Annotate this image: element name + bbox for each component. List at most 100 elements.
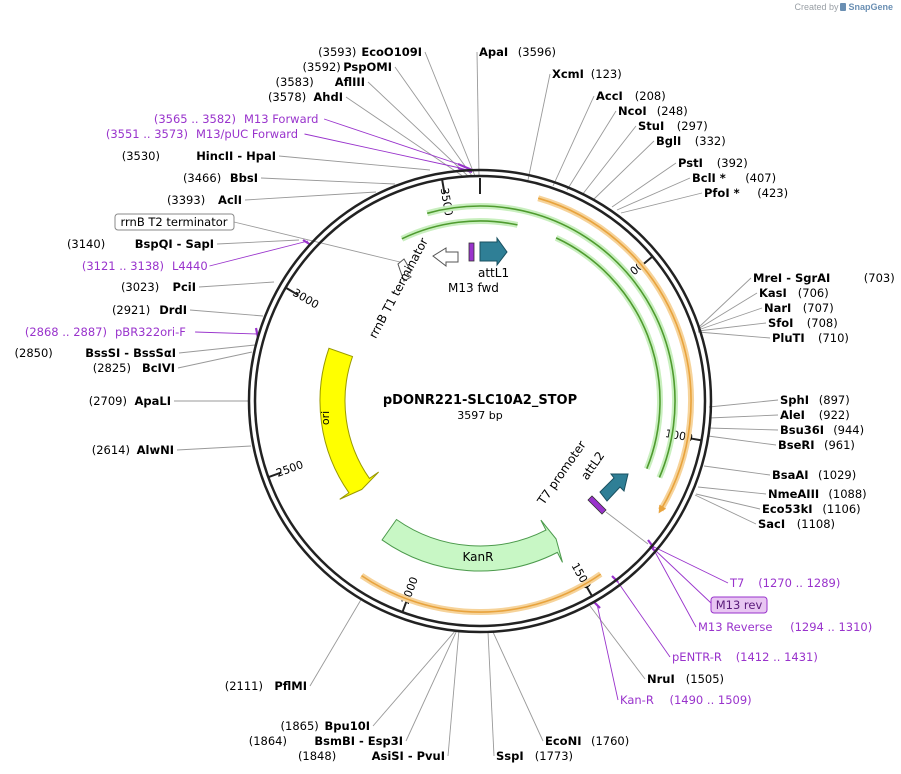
leader-line [177, 351, 253, 369]
enzyme-name: PfoI * [704, 186, 740, 200]
enzyme-position: (897) [819, 393, 850, 407]
primer-range: (3551 .. 3573) [106, 127, 188, 141]
leader-line [697, 331, 771, 339]
enzyme-name: MreI - SgrAI [753, 271, 830, 285]
leader-line [605, 511, 649, 545]
enzyme-position: (407) [745, 171, 776, 185]
tick-mark [441, 179, 446, 194]
rrnb-t2-box [114, 213, 235, 231]
enzyme-site: Eco53kI(1106) [762, 502, 861, 516]
enzyme-name: EcoO109I [361, 45, 422, 59]
enzyme-site: ApaI(3596) [479, 45, 556, 59]
enzyme-site: PstI(392) [678, 156, 748, 170]
primer-name: Kan-R [620, 693, 654, 707]
leader-line [372, 629, 457, 727]
enzyme-site: SspI(1773) [496, 749, 573, 763]
enzyme-name: PstI [678, 156, 703, 170]
leader-line [527, 73, 551, 181]
watermark-prefix: Created by [794, 2, 839, 12]
leader-line [216, 239, 300, 245]
primer-name: M13/pUC Forward [196, 127, 298, 141]
primer-site: M13 Reverse(1294 .. 1310) [698, 620, 872, 634]
primer-range: (1490 .. 1509) [670, 693, 752, 707]
enzyme-site: PflMI (2111) [225, 679, 307, 693]
enzyme-site: BspQI - SapI(3140) [67, 237, 214, 251]
leader-line [323, 118, 459, 165]
enzyme-name: NmeAIII [768, 487, 819, 501]
enzyme-site: EcoO109I(3593) [318, 45, 422, 59]
enzyme-position: (706) [798, 286, 829, 300]
enzyme-site: AhdI(3578) [268, 90, 343, 104]
plasmid-length: 3597 bp [457, 409, 502, 422]
enzyme-name: BbsI [230, 171, 258, 185]
feature-label: attL1 [478, 266, 509, 280]
enzyme-name: KasI [759, 286, 787, 300]
enzyme-name: BseRI [778, 438, 815, 452]
enzyme-site: AclI(3393) [167, 193, 242, 207]
enzyme-site: StuI(297) [638, 119, 708, 133]
enzyme-site: BcIVI(2825) [93, 361, 175, 375]
enzyme-site: NruI(1505) [647, 672, 724, 686]
enzyme-position: (1773) [535, 749, 573, 763]
backbone-inner [253, 174, 707, 628]
rrnb-t2-text: rrnB T2 terminator [121, 215, 228, 229]
enzyme-site: PfoI *(423) [704, 186, 788, 200]
enzyme-position: (1864) [249, 734, 287, 748]
enzyme-site: KasI (706) [759, 286, 829, 300]
primer-site: (3121 .. 3138)L4440 [82, 259, 208, 273]
enzyme-site: AflIII(3583) [276, 75, 365, 89]
leader-line [703, 465, 771, 476]
enzyme-position: (3466) [183, 171, 221, 185]
tick-mark [267, 471, 282, 479]
enzyme-name: XcmI [552, 67, 584, 81]
enzyme-site: MreI - SgrAI(703) [753, 271, 895, 285]
primer-site: Kan-R (1490 .. 1509) [620, 693, 752, 707]
leader-line [394, 66, 473, 177]
enzyme-position: (922) [819, 408, 850, 422]
enzyme-name: PflMI [274, 679, 307, 693]
enzyme-name: BsaAI [772, 468, 809, 482]
leader-line [178, 344, 256, 354]
enzyme-position: (1760) [591, 734, 629, 748]
feature-label: ori [319, 411, 332, 425]
enzyme-site: BglI(332) [656, 134, 726, 148]
leader-line [176, 445, 252, 451]
enzyme-position: (123) [591, 67, 622, 81]
enzyme-position: (1088) [828, 487, 866, 501]
m13-rev-text: M13 rev [716, 598, 763, 612]
enzyme-site: BseRI(961) [778, 438, 855, 452]
leader-line [260, 177, 396, 185]
m13-rev-box [710, 596, 768, 614]
enzyme-name: Bsu36I [780, 423, 824, 437]
enzyme-position: (3592) [303, 60, 341, 74]
t7-promoter-marker [587, 495, 607, 515]
enzyme-position: (3578) [268, 90, 306, 104]
leader-line [694, 494, 757, 525]
leader-line [697, 322, 767, 332]
enzyme-site: AsiSI - PvuI(1848) [298, 749, 445, 763]
enzyme-site: NmeAIII (1088) [768, 487, 867, 501]
enzyme-position: (2111) [225, 679, 263, 693]
enzyme-name: DrdI [159, 303, 187, 317]
enzyme-name: BsmBI - Esp3I [314, 734, 403, 748]
enzyme-name: NcoI [618, 104, 647, 118]
enzyme-site: HincII - HpaI(3530) [122, 149, 276, 163]
leader-line [476, 51, 480, 177]
feature-label: rrnB T1 terminator [366, 235, 431, 340]
enzyme-position: (332) [695, 134, 726, 148]
enzyme-site: BbsI (3466) [183, 171, 258, 185]
leader-line [596, 603, 619, 701]
leader-line [611, 162, 677, 208]
enzyme-position: (3140) [67, 237, 105, 251]
leader-line [581, 125, 637, 196]
enzyme-name: PspOMI [343, 60, 392, 74]
primer-site: (3551 .. 3573) M13/pUC Forward [106, 127, 298, 141]
leader-line [651, 545, 729, 584]
enzyme-name: PluTI [772, 331, 805, 345]
leader-line [345, 96, 465, 178]
enzyme-site: SfoI(708) [768, 316, 838, 330]
leader-line [589, 605, 646, 680]
rrnb-t2-arrow [397, 258, 412, 282]
green-arc-outer-edge [426, 205, 676, 478]
